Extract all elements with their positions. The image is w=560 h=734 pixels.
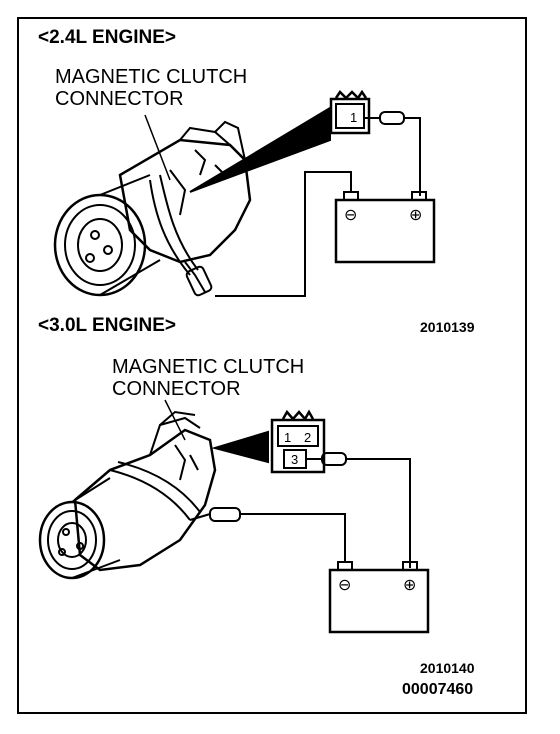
callout-pointer (189, 106, 331, 193)
compressor-3-0l-illustration (38, 399, 241, 580)
battery-positive-3-0l: ⊕ (403, 575, 416, 594)
ground-wire-2-4l (215, 171, 352, 297)
callout-pointer-3-0l (211, 430, 269, 464)
label-connector-3-0l: CONNECTOR (112, 378, 241, 400)
connector-pin-2-3-0l: 2 (304, 430, 311, 445)
positive-wire-2-4l (404, 117, 421, 196)
document-number: 00007460 (402, 681, 474, 698)
battery-negative-3-0l: ⊖ (338, 575, 351, 594)
label-connector-2-4l: CONNECTOR (55, 88, 184, 110)
probe-plug-2-4l (379, 111, 405, 125)
connector-pin-3-3-0l: 3 (291, 452, 298, 467)
ground-wire-3-0l (240, 513, 346, 562)
label-magnetic-clutch-3-0l: MAGNETIC CLUTCH (112, 356, 305, 378)
diagram-frame (17, 17, 527, 714)
heading-3-0l-engine: <3.0L ENGINE> (38, 315, 176, 336)
battery-2-4l (334, 191, 436, 264)
connector-pin-1-3-0l: 1 (284, 430, 291, 445)
heading-2-4l-engine: <2.4L ENGINE> (38, 27, 176, 48)
connector-callout-2-4l (329, 89, 371, 135)
probe-plug-3-0l (321, 452, 347, 466)
battery-3-0l (328, 561, 430, 634)
battery-negative-2-4l: ⊖ (344, 205, 357, 224)
battery-positive-2-4l: ⊕ (409, 205, 422, 224)
figure-number-2-4l: 2010139 (420, 319, 475, 335)
figure-number-3-0l: 2010140 (420, 660, 475, 676)
compressor-2-4l-illustration (53, 114, 252, 297)
positive-wire-3-0l (346, 458, 411, 568)
connector-pin-1-2-4l: 1 (350, 110, 357, 125)
label-magnetic-clutch-2-4l: MAGNETIC CLUTCH (55, 66, 248, 88)
